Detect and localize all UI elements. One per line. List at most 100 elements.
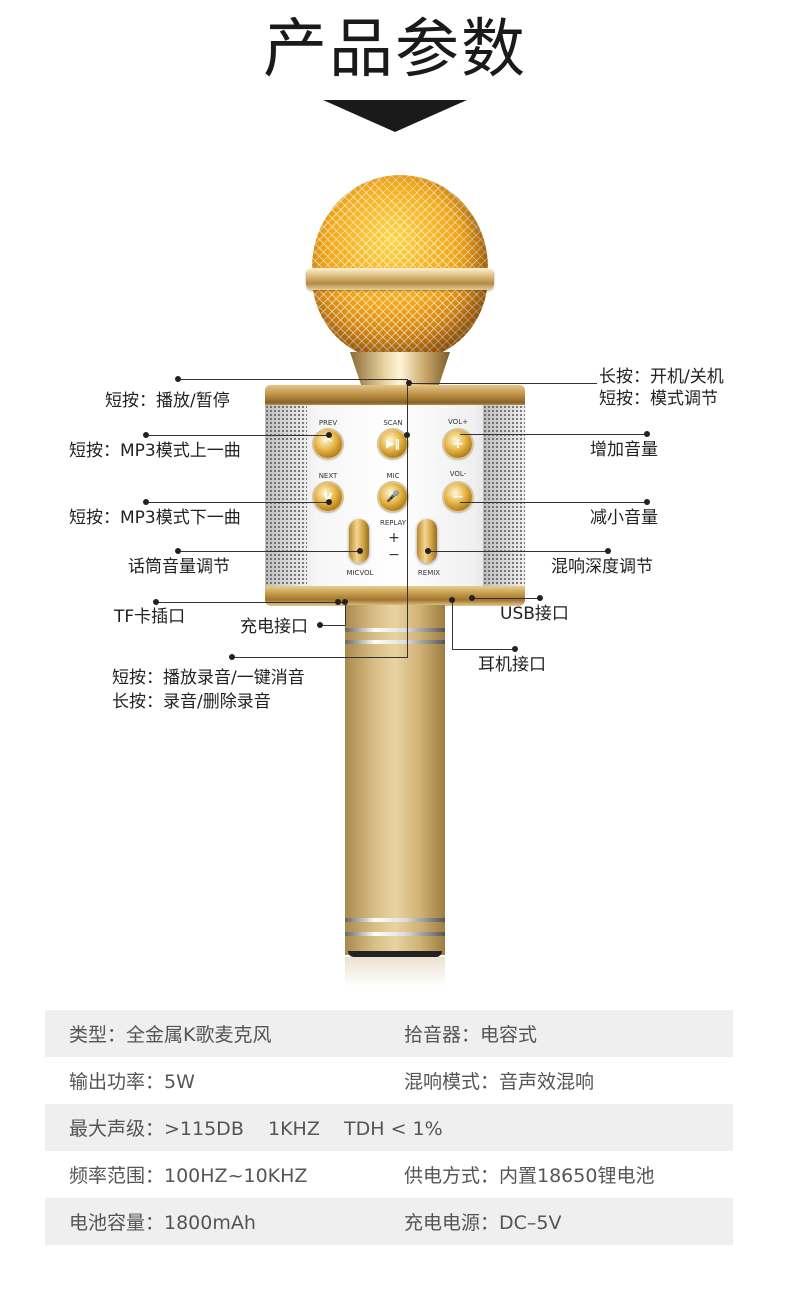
callout-dot	[143, 499, 149, 505]
callout-line	[460, 434, 647, 435]
callout-dot	[469, 595, 475, 601]
spec-cell: 电池容量：1800mAh	[69, 1212, 256, 1234]
callout-dot	[449, 597, 455, 603]
down-triangle-icon	[323, 100, 467, 132]
microphone-illustration: PREV SCAN VOL+ NEXT MIC VOL- REPLAY MICV…	[265, 175, 525, 987]
callout-dot	[425, 548, 431, 554]
callout-line	[472, 598, 540, 599]
callout-dot	[326, 432, 332, 438]
callout-usb-port: USB接口	[500, 604, 569, 624]
callout-line	[410, 383, 597, 384]
callout-line	[320, 625, 346, 626]
mic-bottom-rim	[265, 586, 525, 606]
callout-line	[146, 435, 329, 436]
callout-record-short: 短按：播放录音/一键消音	[112, 668, 305, 688]
callout-dot	[357, 548, 363, 554]
callout-line	[146, 502, 329, 503]
handle-band	[345, 640, 445, 644]
spec-cell: 供电方式：内置18650锂电池	[404, 1165, 655, 1187]
callout-dot	[537, 595, 543, 601]
callout-record-long: 长按：录音/删除录音	[112, 692, 271, 712]
remix-slider[interactable]	[417, 519, 437, 563]
speaker-grille-left	[265, 405, 307, 587]
mic-neck	[350, 352, 450, 388]
mic-grille-head	[312, 175, 488, 360]
callout-dot	[512, 646, 518, 652]
spec-cell: 混响模式：音声效混响	[404, 1071, 595, 1093]
callout-remix-depth: 混响深度调节	[551, 557, 653, 577]
callout-charge-port: 充电接口	[240, 617, 308, 637]
callout-dot	[644, 499, 650, 505]
mic-top-rim	[265, 385, 525, 407]
callout-power-short: 短按：模式调节	[599, 389, 718, 409]
callout-line	[156, 602, 346, 603]
mic-reflection	[345, 957, 445, 987]
scan-play-pause-button[interactable]: ▶‖	[379, 430, 407, 458]
spec-cell: 输出功率：5W	[69, 1071, 195, 1093]
callout-dot	[605, 548, 611, 554]
plus-mark: +	[388, 530, 400, 546]
callout-line	[178, 551, 360, 552]
spec-row: 最大声级：>115DB 1KHZ TDH < 1%	[45, 1104, 733, 1151]
micvol-label: MICVOL	[346, 569, 374, 577]
prev-label: PREV	[318, 419, 338, 427]
callout-power-long: 长按：开机/关机	[599, 367, 724, 387]
spec-row: 类型：全金属K歌麦克风 拾音器：电容式	[45, 1010, 733, 1057]
mic-label: MIC	[386, 472, 400, 480]
handle-band	[345, 918, 445, 922]
callout-vol-down: 减小音量	[590, 508, 658, 528]
callout-dot	[175, 376, 181, 382]
mic-handle	[345, 605, 445, 955]
vol-down-label: VOL-	[449, 470, 467, 478]
callout-dot	[326, 499, 332, 505]
callout-dot	[406, 380, 412, 386]
callout-line	[452, 600, 453, 650]
callout-dot	[143, 432, 149, 438]
next-label: NEXT	[318, 472, 338, 480]
callout-line	[178, 379, 408, 380]
callout-line	[232, 657, 408, 658]
vol-up-label: VOL+	[448, 418, 468, 426]
mic-head-ring	[306, 268, 494, 290]
spec-cell: 类型：全金属K歌麦克风	[69, 1024, 272, 1046]
scan-label: SCAN	[383, 419, 403, 427]
spec-row: 输出功率：5W 混响模式：音声效混响	[45, 1057, 733, 1104]
callout-mic-volume: 话筒音量调节	[128, 557, 230, 577]
spec-cell: 充电电源：DC–5V	[404, 1212, 562, 1234]
callout-next-track: 短按：MP3模式下一曲	[69, 508, 241, 528]
callout-dot	[335, 599, 341, 605]
callout-line	[460, 502, 647, 503]
callout-line	[407, 379, 408, 657]
callout-dot	[229, 654, 235, 660]
callout-play-pause: 短按：播放/暂停	[105, 391, 230, 411]
callout-earphone-port: 耳机接口	[478, 655, 546, 675]
callout-line	[428, 551, 608, 552]
replay-label: REPLAY	[379, 519, 407, 527]
handle-band	[345, 628, 445, 632]
remix-label: REMIX	[417, 569, 441, 577]
callout-dot	[404, 432, 410, 438]
callout-tf-slot: TF卡插口	[114, 607, 186, 627]
minus-mark: −	[388, 547, 400, 563]
callout-prev-track: 短按：MP3模式上一曲	[69, 441, 241, 461]
speaker-grille-right	[483, 405, 525, 587]
callout-line	[345, 602, 346, 626]
page-title: 产品参数	[263, 13, 527, 87]
spec-row: 电池容量：1800mAh 充电电源：DC–5V	[45, 1198, 733, 1245]
callout-dot	[175, 548, 181, 554]
micvol-slider[interactable]	[349, 519, 369, 563]
spec-cell: 拾音器：电容式	[404, 1024, 538, 1046]
callout-line	[452, 649, 515, 650]
spec-row: 频率范围：100HZ~10KHZ 供电方式：内置18650锂电池	[45, 1151, 733, 1198]
callout-vol-up: 增加音量	[590, 440, 658, 460]
next-button[interactable]: v	[314, 483, 342, 511]
callout-dot	[317, 622, 323, 628]
mic-foot	[348, 951, 442, 957]
spec-table: 类型：全金属K歌麦克风 拾音器：电容式 输出功率：5W 混响模式：音声效混响 最…	[45, 1010, 733, 1245]
callout-dot	[644, 431, 650, 437]
spec-cell: 最大声级：>115DB 1KHZ TDH < 1%	[69, 1118, 443, 1140]
callout-dot	[153, 599, 159, 605]
handle-band	[345, 932, 445, 936]
vol-down-button[interactable]: −	[444, 483, 472, 511]
mic-replay-button[interactable]: 🎤	[379, 483, 407, 511]
